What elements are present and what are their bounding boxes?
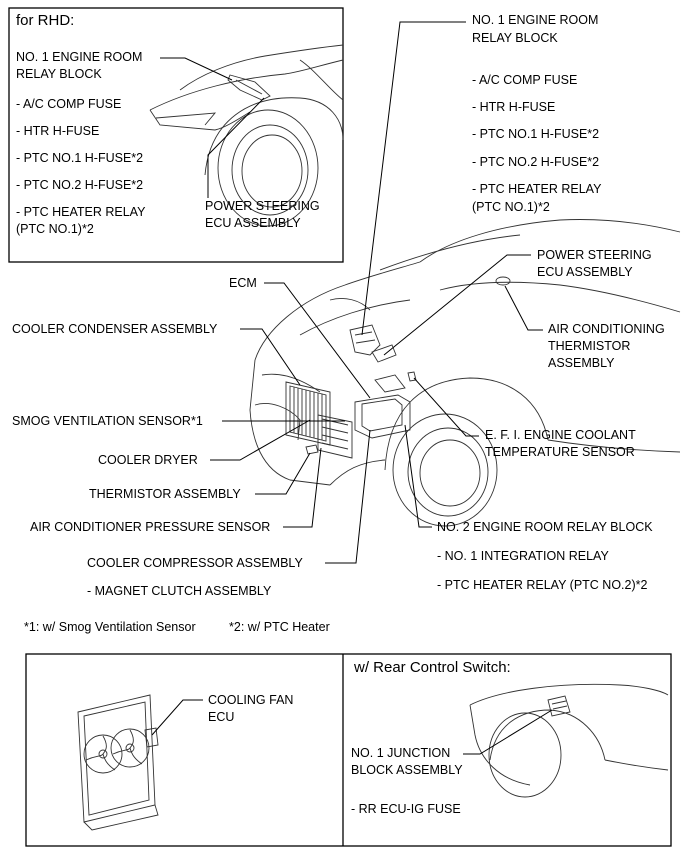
rear-control-item-1: - RR ECU-IG FUSE — [351, 802, 461, 816]
main-car-illustration — [249, 219, 681, 527]
rhd-item-4: - PTC NO.2 H-FUSE*2 — [16, 178, 143, 192]
bottom-panel: COOLING FAN ECU w/ Rear Control Switch: … — [25, 653, 672, 847]
main-relay-item-3: - PTC NO.1 H-FUSE*2 — [472, 127, 599, 141]
rhd-inset: for RHD: NO. 1 ENGINE ROOM RELAY BLOCK -… — [8, 7, 344, 263]
junction-block-label-2: BLOCK ASSEMBLY — [351, 763, 463, 777]
rear-car-illustration — [469, 683, 669, 798]
rhd-item-3: - PTC NO.1 H-FUSE*2 — [16, 151, 143, 165]
rhd-item-2: - HTR H-FUSE — [16, 124, 99, 138]
coolant-temp-sensor-leader — [413, 377, 479, 437]
rhd-power-steering-label-2: ECU ASSEMBLY — [205, 216, 301, 230]
junction-block-label-1: NO. 1 JUNCTION — [351, 746, 450, 760]
pressure-sensor-leader — [283, 447, 322, 528]
thermistor-label: THERMISTOR ASSEMBLY — [89, 487, 241, 501]
main-power-steering-label-1: POWER STEERING — [537, 248, 652, 262]
main-relay-item-4: - PTC NO.2 H-FUSE*2 — [472, 155, 599, 169]
main-power-steering-leader — [383, 254, 531, 356]
rhd-relay-block-label-2: RELAY BLOCK — [16, 67, 102, 81]
compressor-leader — [325, 429, 371, 564]
footnote-1: *1: w/ Smog Ventilation Sensor — [24, 620, 196, 634]
bottom-panel-frame — [25, 653, 672, 847]
air-conditioning-thermistor-label-3: ASSEMBLY — [548, 356, 615, 370]
ecm-leader — [264, 282, 371, 399]
rhd-relay-block-label-1: NO. 1 ENGINE ROOM — [16, 50, 142, 64]
relay-block-2-item-1: - NO. 1 INTEGRATION RELAY — [437, 549, 609, 563]
rhd-power-steering-leader — [207, 97, 265, 198]
rhd-heading: for RHD: — [16, 12, 74, 29]
footnote-2: *2: w/ PTC Heater — [229, 620, 330, 634]
ecm-label: ECM — [229, 276, 257, 290]
main-relay-item-6: (PTC NO.1)*2 — [472, 200, 550, 214]
rhd-item-1: - A/C COMP FUSE — [16, 97, 121, 111]
relay-block-2-label: NO. 2 ENGINE ROOM RELAY BLOCK — [437, 520, 653, 534]
rhd-car-illustration — [149, 44, 344, 227]
cooler-condenser-leader — [240, 328, 301, 386]
coolant-temp-sensor-label-1: E. F. I. ENGINE COOLANT — [485, 428, 636, 442]
main-relay-item-1: - A/C COMP FUSE — [472, 73, 577, 87]
rear-control-heading: w/ Rear Control Switch: — [353, 659, 511, 676]
cooler-dryer-leader — [210, 419, 311, 461]
relay-block-2-item-2: - PTC HEATER RELAY (PTC NO.2)*2 — [437, 578, 648, 592]
main-labels: NO. 1 ENGINE ROOM RELAY BLOCK - A/C COMP… — [12, 13, 665, 598]
pressure-sensor-label: AIR CONDITIONER PRESSURE SENSOR — [30, 520, 270, 534]
cooling-fan-leader — [151, 699, 203, 736]
junction-block-leader — [463, 709, 553, 755]
main-relay-block-1-label-1: NO. 1 ENGINE ROOM — [472, 13, 598, 27]
compressor-label: COOLER COMPRESSOR ASSEMBLY — [87, 556, 303, 570]
cooling-fan-label-2: ECU — [208, 710, 234, 724]
compressor-item-1: - MAGNET CLUTCH ASSEMBLY — [87, 584, 272, 598]
air-conditioning-thermistor-label-2: THERMISTOR — [548, 339, 630, 353]
main-relay-item-5: - PTC HEATER RELAY — [472, 182, 602, 196]
cooler-condenser-label: COOLER CONDENSER ASSEMBLY — [12, 322, 218, 336]
cooling-fan-label-1: COOLING FAN — [208, 693, 293, 707]
thermistor-leader — [255, 452, 311, 495]
relay-block-2-leader — [404, 424, 432, 528]
main-power-steering-label-2: ECU ASSEMBLY — [537, 265, 633, 279]
coolant-temp-sensor-label-2: TEMPERATURE SENSOR — [485, 445, 635, 459]
main-relay-item-2: - HTR H-FUSE — [472, 100, 555, 114]
rhd-relay-block-leader — [160, 57, 233, 81]
smog-sensor-label: SMOG VENTILATION SENSOR*1 — [12, 414, 203, 428]
main-relay-block-1-label-2: RELAY BLOCK — [472, 31, 558, 45]
main-relay-block-1-leader — [361, 21, 466, 336]
rhd-power-steering-label-1: POWER STEERING — [205, 199, 320, 213]
cooler-dryer-label: COOLER DRYER — [98, 453, 198, 467]
rhd-item-5: - PTC HEATER RELAY — [16, 205, 146, 219]
cooling-fan-illustration — [77, 694, 159, 831]
air-conditioning-thermistor-leader — [504, 285, 543, 331]
air-conditioning-thermistor-label-1: AIR CONDITIONING — [548, 322, 665, 336]
rhd-item-6: (PTC NO.1)*2 — [16, 222, 94, 236]
